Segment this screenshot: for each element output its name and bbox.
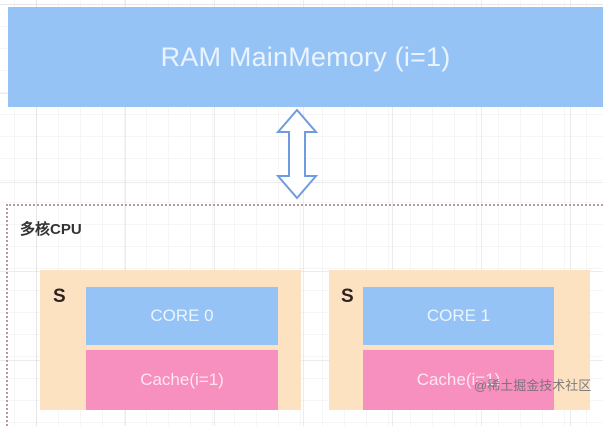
cpu-label: 多核CPU (20, 221, 82, 238)
cache-1-label: Cache(i=1) (416, 370, 501, 389)
ram-main-memory-box: RAM MainMemory (i=1) (8, 7, 603, 107)
double-arrow-vertical-icon (275, 108, 319, 200)
cache-0-label: Cache(i=1) (140, 370, 224, 389)
core-0-label: CORE 0 (150, 306, 214, 325)
ram-label: RAM MainMemory (i=1) (160, 41, 451, 72)
core-1-label: CORE 1 (426, 306, 491, 325)
watermark: @稀土掘金技术社区 (474, 378, 592, 393)
socket-1-label: S (341, 286, 354, 307)
core-1-box: CORE 1 (363, 287, 554, 345)
core-0-box: CORE 0 (86, 287, 278, 345)
multicore-cpu-container (6, 204, 603, 426)
cache-1-box: Cache(i=1) (363, 350, 554, 410)
cache-0-box: Cache(i=1) (86, 350, 278, 410)
socket-0-label: S (53, 286, 66, 307)
